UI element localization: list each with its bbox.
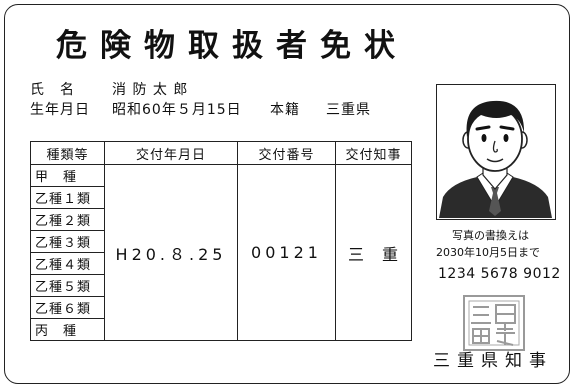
type-cell: 乙種２類	[30, 208, 105, 231]
header-governor: 交付知事	[335, 141, 412, 165]
dob-value: 昭和60年５月15日	[112, 102, 242, 118]
table-row: 乙種５類	[30, 274, 412, 297]
table-row: 乙種６類	[30, 296, 412, 319]
photo-renewal-note: 写真の書換えは	[452, 229, 529, 242]
type-cell: 乙種４類	[30, 252, 105, 275]
domicile-label: 本籍	[270, 102, 300, 118]
table-row: 甲 種 H20.８.25 00121 三 重	[30, 164, 412, 341]
name-row: 氏 名消 防 太 郎	[30, 79, 188, 99]
license-title: 危険物取扱者免状	[56, 28, 408, 64]
governor-cell: 三 重	[335, 164, 412, 341]
table-row: 丙 種	[30, 318, 412, 341]
dob-label: 生年月日	[30, 102, 90, 118]
table-row: 乙種４類	[30, 252, 412, 275]
license-table: 種類等 交付年月日 交付番号 交付知事 甲 種 H20.８.25 00121 三…	[30, 141, 412, 341]
governor-seal-stamp	[463, 295, 525, 351]
type-cell: 乙種５類	[30, 274, 105, 297]
header-issue-date: 交付年月日	[104, 141, 238, 165]
photo-renewal-deadline: 2030年10月5日まで	[436, 246, 540, 259]
serial-number: 1234 5678 9012	[438, 266, 561, 282]
header-type: 種類等	[30, 141, 105, 165]
type-cell: 甲 種	[30, 164, 105, 187]
id-photo	[436, 84, 556, 220]
type-cell: 乙種３類	[30, 230, 105, 253]
name-label: 氏 名	[30, 82, 75, 98]
dob-row: 生年月日 昭和60年５月15日 本籍 三重県	[30, 99, 371, 119]
table-row: 乙種３類	[30, 230, 412, 253]
table-header-row: 種類等 交付年月日 交付番号 交付知事	[30, 141, 412, 165]
table-row: 乙種２類	[30, 208, 412, 231]
portrait-illustration	[439, 100, 552, 218]
type-cell: 乙種１類	[30, 186, 105, 209]
holder-name: 消 防 太 郎	[112, 82, 189, 98]
type-cell: 丙 種	[30, 318, 105, 341]
header-issue-number: 交付番号	[237, 141, 336, 165]
issuing-governor: 三重県知事	[433, 351, 553, 371]
domicile-value: 三重県	[326, 102, 371, 118]
issue-number-cell: 00121	[237, 164, 336, 341]
type-cell: 乙種６類	[30, 296, 105, 319]
issue-date-cell: H20.８.25	[104, 164, 238, 341]
